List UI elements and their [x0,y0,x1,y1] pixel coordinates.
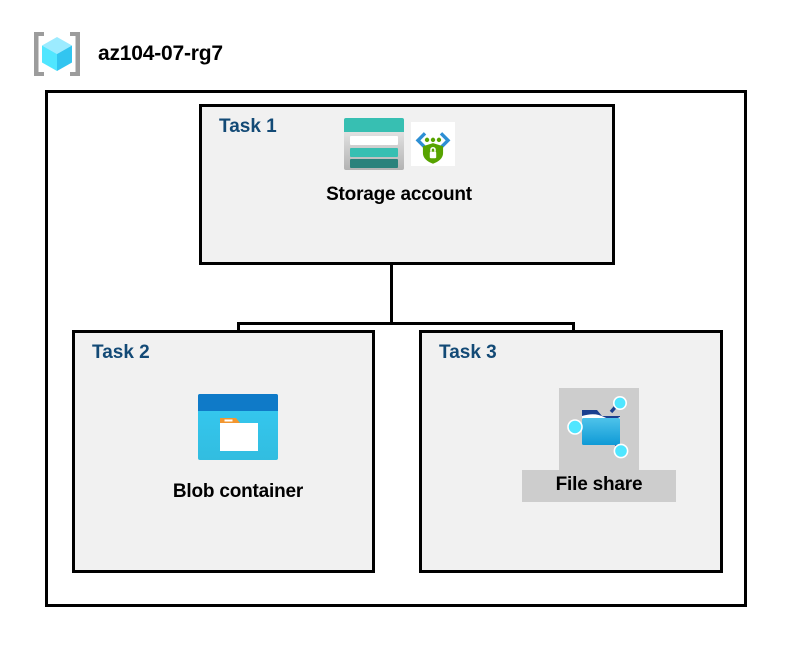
task-1-label: Task 1 [219,116,277,137]
file-share-icon-backdrop [559,388,639,470]
task-2-label: Task 2 [92,342,150,363]
node-blob-container[interactable]: Blob container [150,392,326,503]
resource-group-header: az104-07-rg7 [30,28,223,80]
resource-group-name: az104-07-rg7 [98,42,223,65]
connector-storage-to-bus [390,265,393,325]
resource-group-cube-icon [30,28,84,80]
task-3-label: Task 3 [439,342,497,363]
connector-horizontal-bus [237,322,575,325]
node-storage-account[interactable]: Storage account [294,117,504,206]
file-share-folder-icon [564,392,634,467]
storage-account-caption: Storage account [326,184,472,205]
encryption-shield-lock-icon [411,122,455,171]
blob-container-caption: Blob container [172,481,304,502]
file-share-caption: File share [521,470,677,502]
task-box-1[interactable]: Task 1 [199,104,615,265]
storage-account-icon [343,117,405,176]
node-file-share[interactable]: File share [510,388,688,502]
blob-container-icon [196,392,280,467]
storage-account-icon-row [343,117,455,176]
